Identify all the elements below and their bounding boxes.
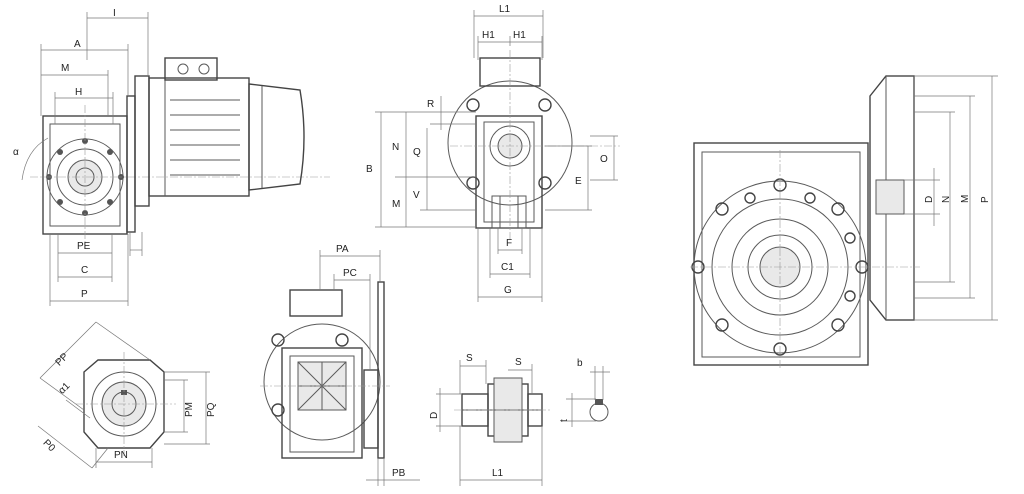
dim-label-C1: C1 — [501, 262, 514, 273]
dim-label-D-flange: D — [924, 196, 935, 203]
dim-label-R: R — [427, 99, 434, 110]
dim-label-PP: PP — [54, 351, 71, 368]
dim-label-H1-right: H1 — [513, 30, 526, 41]
dim-label-F: F — [506, 238, 512, 249]
dim-label-PQ: PQ — [206, 402, 217, 417]
view-gearbox-flange — [690, 75, 998, 368]
dim-label-S-right: S — [515, 357, 522, 368]
dim-label-A: A — [74, 39, 81, 50]
dim-label-B: B — [366, 164, 373, 175]
dim-label-PB: PB — [392, 468, 406, 479]
dim-label-H: H — [75, 87, 82, 98]
view-gearbox-motor-side — [21, 12, 330, 306]
dim-label-L1: L1 — [499, 4, 511, 15]
dim-label-M-flange: M — [960, 195, 971, 203]
view-gearbox-front — [375, 10, 620, 302]
view-output-shaft — [436, 360, 550, 486]
view-gearbox-side — [260, 250, 420, 486]
view-output-flange — [37, 321, 210, 469]
dim-label-L1-shaft: L1 — [492, 468, 504, 479]
dim-label-C: C — [81, 265, 88, 276]
dim-label-E: E — [575, 176, 582, 187]
dim-label-H1-left: H1 — [482, 30, 495, 41]
dim-label-PM: PM — [184, 402, 195, 417]
dim-label-alpha: α — [13, 147, 19, 158]
dim-label-M: M — [61, 63, 69, 74]
dim-label-b: b — [577, 358, 583, 369]
dim-label-alpha1: α1 — [57, 380, 73, 396]
dim-label-P: P — [81, 289, 88, 300]
dim-label-P0: P0 — [41, 438, 58, 455]
dim-label-O: O — [600, 154, 608, 165]
dim-label-S-left: S — [466, 353, 473, 364]
dim-label-Q: Q — [413, 147, 421, 158]
dim-label-V: V — [413, 190, 420, 201]
dim-label-D-shaft: D — [429, 412, 440, 419]
dim-label-M-front: M — [392, 199, 400, 210]
dim-label-PN: PN — [114, 450, 128, 461]
dim-label-G: G — [504, 285, 512, 296]
dim-label-N-flange: N — [941, 196, 952, 203]
dim-label-t: t — [559, 419, 570, 422]
dim-label-PC: PC — [343, 268, 357, 279]
dim-label-I: I — [113, 8, 116, 19]
dim-label-N: N — [392, 142, 399, 153]
dim-label-PE: PE — [77, 241, 91, 252]
dim-label-P-flange: P — [980, 196, 991, 203]
dim-label-PA: PA — [336, 244, 349, 255]
view-keyway-detail — [566, 366, 610, 427]
